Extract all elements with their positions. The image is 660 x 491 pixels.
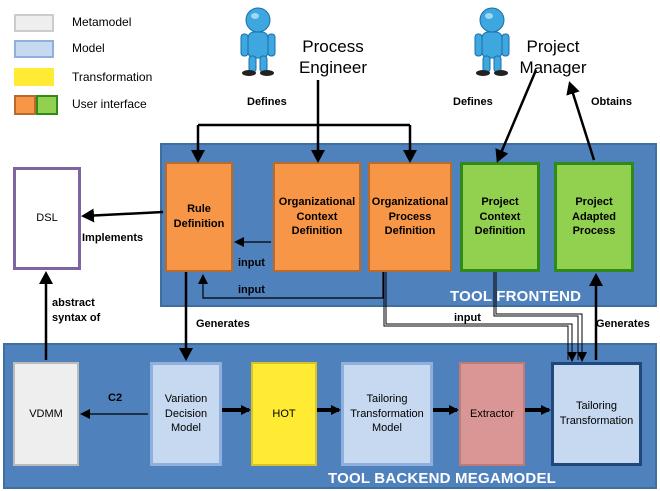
obtains-label: Obtains — [591, 96, 632, 108]
abstract-syntax-label: abstract syntax of — [52, 297, 101, 324]
org-process-definition-label: Organizational Process Definition — [371, 195, 449, 238]
implements-label: Implements — [82, 232, 144, 244]
vdmm-box: VDMM — [13, 362, 79, 466]
org-context-definition-label: Organizational Context Definition — [278, 195, 356, 238]
input-label-2: input — [238, 284, 265, 296]
tailoring-transformation-box: Tailoring Transformation — [551, 362, 642, 466]
legend-ui-swatch-orange — [14, 95, 36, 115]
dsl-box: DSL — [13, 167, 81, 270]
extractor-label: Extractor — [469, 407, 514, 420]
project-context-definition-label: Project Context Definition — [474, 195, 526, 238]
defines-pm-label: Defines — [453, 96, 493, 108]
legend-ui-swatch-green — [36, 95, 58, 115]
dsl-label: DSL — [36, 212, 58, 225]
project-manager-figure — [474, 7, 510, 76]
vdmm-label: VDMM — [29, 407, 63, 420]
tool-backend-panel — [3, 343, 657, 489]
legend-metamodel-label: Metamodel — [72, 15, 132, 29]
org-context-definition-box: Organizational Context Definition — [273, 162, 361, 272]
generates-label-1: Generates — [196, 318, 250, 330]
c2-label: C2 — [108, 392, 123, 404]
process-engineer-figure — [240, 7, 276, 76]
legend-metamodel-swatch — [14, 14, 54, 32]
legend-model-label: Model — [72, 41, 105, 55]
tailoring-transformation-model-box: Tailoring Transformation Model — [341, 362, 433, 466]
rule-definition-box: Rule Definition — [165, 162, 233, 272]
legend-transformation-swatch — [14, 68, 54, 86]
project-context-definition-box: Project Context Definition — [460, 162, 540, 272]
project-adapted-process-label: Project Adapted Process — [572, 195, 616, 238]
defines-pe-label: Defines — [247, 96, 287, 108]
hot-box: HOT — [251, 362, 317, 466]
legend-model-swatch — [14, 40, 54, 58]
tailoring-transformation-model-label: Tailoring Transformation Model — [350, 392, 424, 435]
project-manager-label: Project Manager — [519, 37, 587, 78]
variation-decision-model-box: Variation Decision Model — [150, 362, 222, 466]
variation-decision-model-label: Variation Decision Model — [164, 392, 208, 435]
org-process-definition-box: Organizational Process Definition — [368, 162, 452, 272]
tool-backend-title: TOOL BACKEND MEGAMODEL — [328, 470, 557, 487]
input-label-3: input — [454, 312, 481, 324]
legend-ui-label: User interface — [72, 97, 147, 111]
implements-arrow — [81, 208, 164, 223]
extractor-box: Extractor — [459, 362, 525, 466]
legend-transformation-label: Transformation — [72, 70, 153, 84]
input-label-1: input — [238, 257, 265, 269]
hot-label: HOT — [272, 407, 296, 420]
project-adapted-process-box: Project Adapted Process — [554, 162, 634, 272]
tool-frontend-title: TOOL FRONTEND — [450, 288, 582, 305]
rule-definition-label: Rule Definition — [173, 203, 225, 230]
process-engineer-label: Process Engineer — [298, 37, 368, 78]
tailoring-transformation-label: Tailoring Transformation — [559, 400, 634, 427]
generates-label-2: Generates — [596, 318, 650, 330]
